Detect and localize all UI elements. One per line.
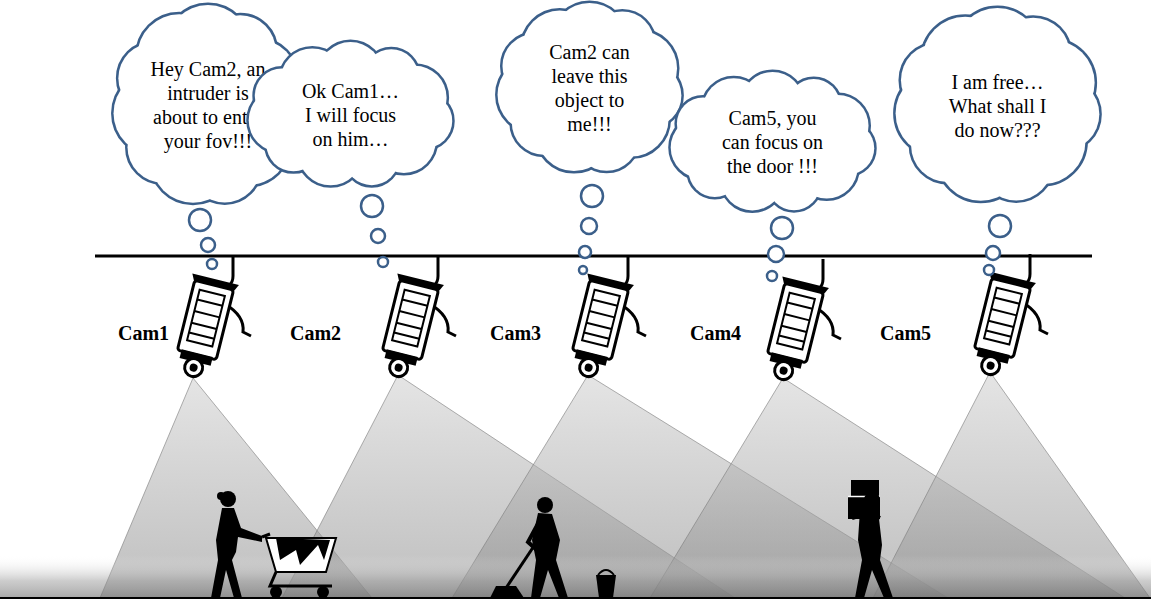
person-with-cart — [211, 491, 336, 598]
thought-cloud: Cam5, you can focus on the door !!! — [670, 72, 875, 212]
camera-label: Cam3 — [490, 322, 541, 345]
thought-bubble — [189, 185, 1011, 281]
thought-text: I am free…What shall I do now??? — [948, 70, 1048, 142]
floor-line — [0, 597, 1151, 599]
person-with-boxes — [848, 480, 893, 598]
camera-label: Cam1 — [118, 322, 169, 345]
cloud-text-block: I am free…What shall I do now??? — [948, 70, 1048, 142]
camera-label: Cam5 — [880, 322, 931, 345]
ceiling-rail — [95, 255, 1092, 258]
cloud-text-block: Cam2 can leave this object to me!!! — [542, 40, 637, 136]
cloud-outline — [497, 3, 682, 173]
thought-cloud: Cam2 can leave this object to me!!! — [497, 3, 682, 173]
camera-symbol — [168, 254, 1048, 385]
camera-label: Cam4 — [690, 322, 741, 345]
thought-text: Cam2 can leave this object to me!!! — [542, 40, 637, 136]
camera-label: Cam2 — [290, 322, 341, 345]
cloud-text-block: Ok Cam1… I will focus on him… — [297, 79, 405, 151]
floor-shade — [0, 555, 1151, 598]
thought-text: Cam5, you can focus on the door !!! — [719, 106, 827, 178]
cloud-text-block: Cam5, you can focus on the door !!! — [719, 106, 827, 178]
thought-cloud: I am free…What shall I do now??? — [895, 8, 1100, 203]
person-sweeping — [490, 497, 616, 598]
thought-cloud: Ok Cam1… I will focus on him… — [248, 42, 453, 187]
thought-text: Ok Cam1… I will focus on him… — [297, 79, 405, 151]
